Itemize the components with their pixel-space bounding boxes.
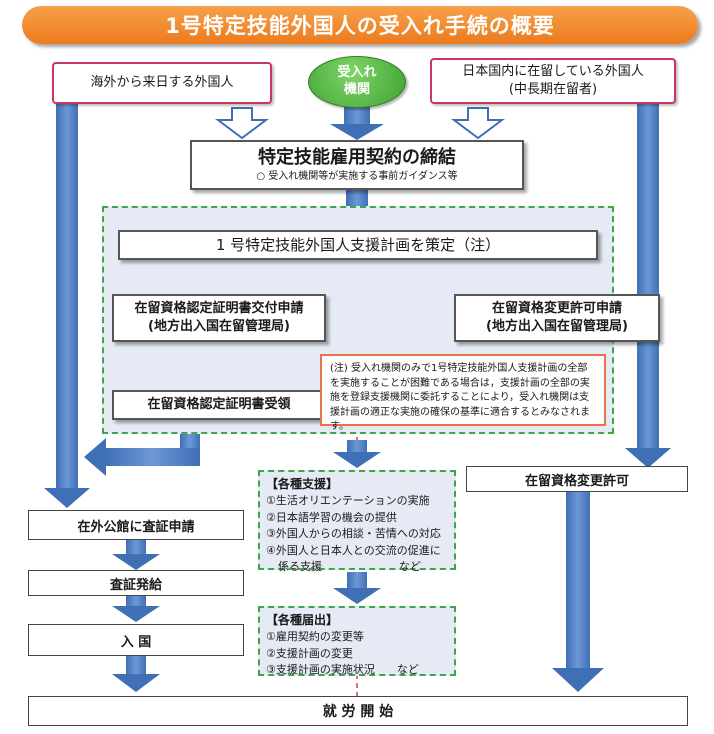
status-change-application-box: 在留資格変更許可申請 (地方出入国在留管理局) xyxy=(454,294,660,342)
receiving-org-oval: 受入れ 機関 xyxy=(308,56,406,108)
arrow-issued-to-entry xyxy=(112,594,160,622)
domestic-foreigners-line-2: (中長期在留者) xyxy=(508,82,598,97)
employment-contract-title: 特定技能雇用契約の締結 xyxy=(258,147,456,169)
employment-contract-subtitle: ○ 受入れ機関等が実施する事前ガイダンス等 xyxy=(256,171,458,183)
support-item: ①生活オリエンテーションの実施 xyxy=(266,494,430,507)
status-change-permit-label: 在留資格変更許可 xyxy=(524,473,629,489)
arrow-support-to-notifications xyxy=(333,572,381,604)
status-change-permit-box: 在留資格変更許可 xyxy=(466,466,688,492)
arrow-to-support xyxy=(333,440,381,468)
arrow-domestic-down xyxy=(625,104,671,468)
support-activities-header: 【各種支援】 xyxy=(266,477,339,491)
visa-issued-box: 査証発給 xyxy=(28,570,244,596)
support-item: ③外国人からの相談・苦情への対応 xyxy=(266,527,441,540)
arrow-entry-to-work xyxy=(112,656,160,692)
domestic-foreigners-line-1: 日本国内に在留している外国人 xyxy=(462,64,644,80)
coe-application-line-1: 在留資格認定証明書交付申請 xyxy=(134,301,304,317)
status-change-application-line-2: (地方出入国在留管理局) xyxy=(486,319,628,334)
coe-received-box: 在留資格認定証明書受領 xyxy=(112,390,326,420)
notification-item: ②支援計画の変更 xyxy=(266,646,353,660)
hollow-arrow-left xyxy=(215,107,269,140)
employment-contract-box: 特定技能雇用契約の締結 ○ 受入れ機関等が実施する事前ガイダンス等 xyxy=(190,140,524,190)
overseas-foreigners-box: 海外から来日する外国人 xyxy=(52,62,272,104)
arrow-permit-to-work xyxy=(552,490,604,692)
coe-received-label: 在留資格認定証明書受領 xyxy=(147,397,291,413)
entry-label: 入 国 xyxy=(120,634,152,650)
arrow-overseas-down xyxy=(44,104,90,508)
page-title: 1号特定技能外国人の受入れ手続の概要 xyxy=(22,6,698,44)
notification-item: ①雇用契約の変更等 xyxy=(266,630,364,643)
visa-issued-label: 査証発給 xyxy=(109,577,162,593)
support-plan-note-text: (注) 受入れ機関のみで1号特定技能外国人支援計画の全部を実施することが困難であ… xyxy=(330,363,590,432)
notifications-box: 【各種届出】 ①雇用契約の変更等 ②支援計画の変更 ③支援計画の実施状況 など xyxy=(258,606,456,676)
coe-application-box: 在留資格認定証明書交付申請 (地方出入国在留管理局) xyxy=(112,294,326,342)
visa-application-label: 在外公館に査証申請 xyxy=(77,519,195,535)
hollow-arrow-right xyxy=(451,107,505,140)
arrow-visa-app-to-issued xyxy=(112,540,160,570)
visa-application-box: 在外公館に査証申請 xyxy=(28,510,244,540)
overseas-foreigners-label: 海外から来日する外国人 xyxy=(90,75,234,91)
support-plan-note: (注) 受入れ機関のみで1号特定技能外国人支援計画の全部を実施することが困難であ… xyxy=(320,354,606,432)
entry-box: 入 国 xyxy=(28,624,244,656)
work-start-label: 就 労 開 始 xyxy=(322,704,394,720)
coe-application-line-2: (地方出入国在留管理局) xyxy=(148,319,290,334)
support-plan-box: 1 号特定技能外国人支援計画を策定（注） xyxy=(118,230,598,260)
notifications-header: 【各種届出】 xyxy=(266,613,339,627)
support-item: 係る支援 など xyxy=(278,560,421,573)
work-start-box: 就 労 開 始 xyxy=(28,696,688,726)
notification-item: ③支援計画の実施状況 など xyxy=(266,663,419,676)
receiving-org-line-2: 機関 xyxy=(343,82,370,97)
status-change-application-line-1: 在留資格変更許可申請 xyxy=(491,301,622,317)
support-item: ④外国人と日本人との交流の促進に xyxy=(266,543,441,557)
receiving-org-line-1: 受入れ xyxy=(337,65,377,81)
support-activities-box: 【各種支援】 ①生活オリエンテーションの実施 ②日本語学習の機会の提供 ③外国人… xyxy=(258,470,456,573)
support-plan-label: 1 号特定技能外国人支援計画を策定（注） xyxy=(215,235,501,254)
support-item: ②日本語学習の機会の提供 xyxy=(266,510,397,524)
domestic-foreigners-box: 日本国内に在留している外国人 (中長期在留者) xyxy=(430,58,676,104)
